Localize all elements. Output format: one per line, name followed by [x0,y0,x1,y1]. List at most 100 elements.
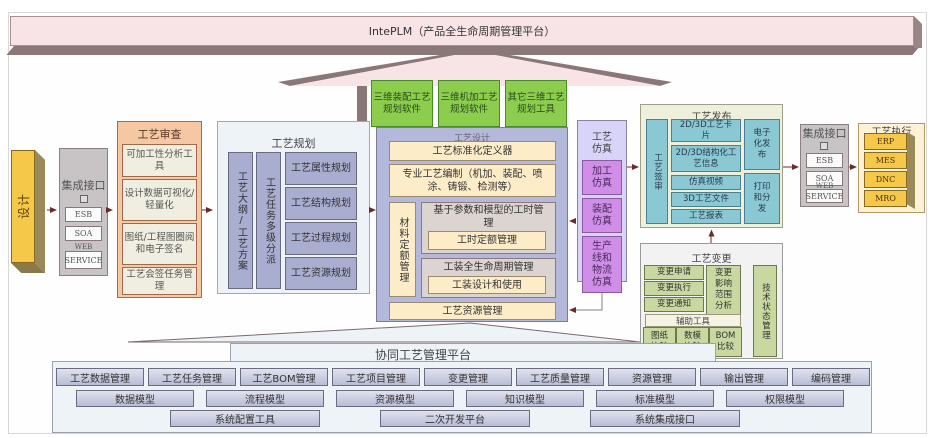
process-execution-title: 工艺执行 [871,126,912,138]
arrow-head-icon [50,207,57,213]
process-simulation-title: 工艺仿真 [592,132,612,155]
planning-task-dispatch-label: 工艺任务多级分派 [263,176,275,265]
planning-task-dispatch: 工艺任务多级分派 [256,152,281,289]
platform-module: 输出管理 [700,368,788,386]
design-tooling-use: 工装设计和使用 [428,276,546,294]
planning-outline-label: 工艺大纲/工艺方案 [235,170,247,271]
review-item-countersign: 工艺会签任务管理 [122,267,197,295]
tool-3d-machining-planning: 三维机加工艺规划软件 [438,80,500,127]
design-man-hour-group-title: 基于参数和模型的工时管理 [433,205,544,229]
platform-model: 知识模型 [466,390,584,407]
planning-attribute: 工艺属性规划 [285,152,357,185]
design-man-hour-quota: 工时定额管理 [428,231,546,250]
arrow-head-icon [792,164,799,170]
process-simulation-panel: 工艺仿真 加工仿真 装配仿真 生产线和物流仿真 [577,120,627,293]
tool-other-3d-planning: 其它三维工艺规划工具 [505,80,567,127]
sim-production-line: 生产线和物流仿真 [582,236,622,293]
arrow-head-icon [708,229,715,237]
design-standardizer: 工艺标准化定义器 [389,141,556,161]
integration-interface-right: 集成接口 ESB SOA WEB SERVICE [800,124,849,207]
publish-signoff-label: 工艺签审 [652,152,663,191]
publish-report: 工艺报表 [671,209,741,224]
publish-sim-video: 仿真视频 [671,175,741,190]
process-change-panel: 工艺变更 变更申请 变更执行 变更通知 变更影响范围分析 辅助工具 图纸比较 数… [640,243,783,359]
change-impact-analysis: 变更影响范围分析 [706,265,741,315]
plm-platform-title: IntePLM（产品全生命周期管理平台） [368,25,556,38]
design-source-label: 设计 [16,193,31,220]
arrow-head-icon [569,218,576,224]
exec-mro: MRO [864,190,907,207]
design-man-hour-group: 基于参数和模型的工时管理 工时定额管理 [421,202,556,254]
collab-platform-title: 协同工艺管理平台 [375,348,472,362]
design-block-bottom [11,263,45,273]
process-review-panel: 工艺审查 可加工性分析工具 设计数据可视化/轻量化 图纸/工程图圈阅和电子签名 … [117,121,202,298]
platform-row-tools: 系统配置工具 二次开发平台 系统集成接口 [170,410,740,427]
planning-structure: 工艺结构规划 [285,187,357,220]
planning-resource: 工艺资源规划 [285,257,357,290]
change-request: 变更申请 [644,265,704,280]
design-material-quota: 材料定额管理 [389,202,416,297]
integration-left-title: 集成接口 [61,179,106,192]
review-item-machinability: 可加工性分析工具 [122,144,197,177]
platform-module: 变更管理 [424,368,512,386]
platform-tool: 系统集成接口 [590,410,740,427]
process-design-panel: 工艺设计 工艺标准化定义器 专业工艺编制（机加、装配、喷涂、铸锻、检测等） 材料… [376,127,568,322]
design-authoring: 专业工艺编制（机加、装配、喷涂、铸锻、检测等） [389,164,556,197]
arrow-head-icon [632,164,639,170]
publish-electronic: 电子化发布 [744,119,780,170]
aux-tools-title: 辅助工具 [645,314,741,327]
exec-erp: ERP [864,133,907,150]
publish-3d-file: 3D工艺文件 [671,192,741,207]
design-material-quota-label: 材料定额管理 [397,216,408,283]
arrow-head-icon [206,207,213,213]
arrow-head-icon [369,207,376,213]
integration-right-title: 集成接口 [802,127,847,140]
process-execution-panel: 工艺执行 ERP MES DNC MRO [858,123,925,213]
process-design-title: 工艺设计 [453,133,490,144]
platform-module: 工艺质量管理 [516,368,604,386]
planning-outline: 工艺大纲/工艺方案 [228,152,253,289]
integration-left-soa: SOA [65,226,102,241]
process-review-title: 工艺审查 [137,128,182,141]
platform-row-modules: 工艺数据管理工艺任务管理工艺BOM管理工艺项目管理变更管理工艺质量管理资源管理输… [56,368,870,386]
platform-module: 工艺数据管理 [56,368,144,386]
integration-right-soa: SOA [806,171,843,186]
process-planning-panel: 工艺规划 工艺大纲/工艺方案 工艺任务多级分派 工艺属性规划 工艺结构规划 工艺… [217,121,370,294]
exec-mes: MES [864,152,907,169]
platform-model: 流程模型 [206,390,324,407]
plm-bar-side [914,16,922,48]
arrow-head-icon [850,164,857,170]
tech-state-label: 技术状态管理 [760,282,771,340]
platform-header-tab [230,343,716,362]
platform-model: 数据模型 [76,390,194,407]
integration-left-service: SERVICE [65,251,102,269]
design-tooling-group-title: 工装全生命周期管理 [443,261,534,273]
integration-right-web: WEB [815,182,834,190]
platform-module: 工艺任务管理 [148,368,236,386]
platform-tool: 二次开发平台 [380,410,530,427]
publish-structured-info: 2D/3D结构化工艺信息 [671,145,741,172]
sim-machining: 加工仿真 [582,160,622,195]
change-notify: 变更通知 [644,297,704,312]
design-block-side [35,150,45,273]
platform-model: 权限模型 [726,390,844,407]
platform-module: 资源管理 [608,368,696,386]
platform-tool: 系统配置工具 [170,410,320,427]
plm-platform-bar: IntePLM（产品全生命周期管理平台） [10,16,914,46]
sim-assembly: 装配仿真 [582,198,622,233]
design-resources: 工艺资源管理 [389,302,556,320]
process-publish-title: 工艺发布 [691,111,732,123]
integration-right-service: SERVICE [806,189,843,203]
process-planning-title: 工艺规划 [271,137,316,150]
integration-right-connector-icon [820,142,828,150]
review-item-visualization: 设计数据可视化/轻量化 [122,179,197,221]
publish-print: 打印和分发 [744,173,780,224]
platform-module: 工艺BOM管理 [240,368,328,386]
integration-left-web: WEB [74,243,93,251]
integration-left-connector-icon [80,195,88,203]
integration-interface-left: 集成接口 ESB SOA WEB SERVICE [59,148,108,276]
integration-left-esb: ESB [65,207,102,222]
process-publish-panel: 工艺发布 工艺签审 2D/3D工艺卡片 2D/3D结构化工艺信息 仿真视频 3D… [640,104,783,228]
change-execute: 变更执行 [644,281,704,296]
publish-2d3d-card: 2D/3D工艺卡片 [671,119,741,142]
